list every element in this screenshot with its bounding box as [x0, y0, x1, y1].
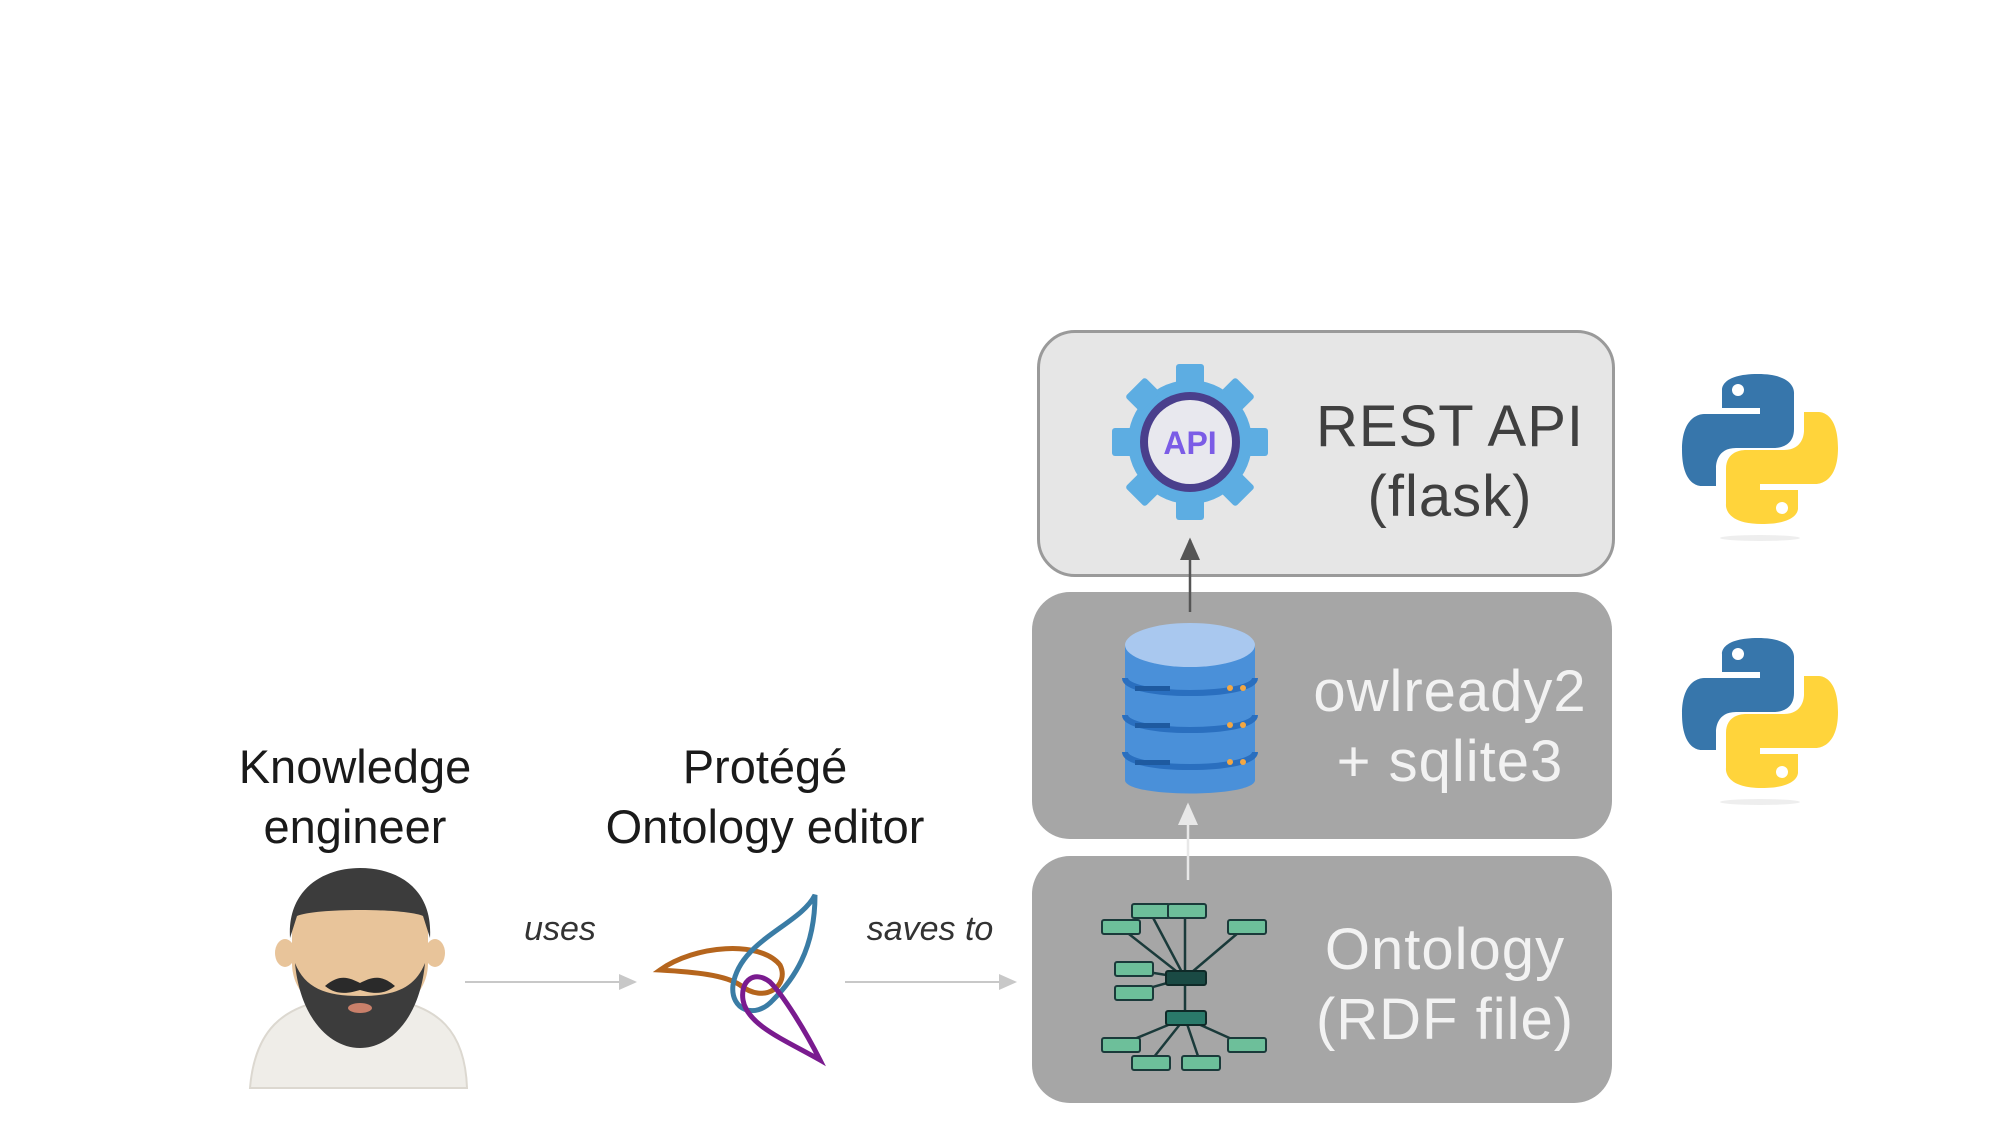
protege-title: Protégé Ontology editor — [605, 740, 925, 853]
owlready-label: owlready2 + sqlite3 — [1313, 659, 1587, 794]
api-gear-icon: API — [1112, 364, 1268, 520]
api-icon-text: API — [1163, 425, 1216, 461]
ontology-graph-icon — [1101, 903, 1267, 1071]
ontology-box — [1032, 856, 1612, 1103]
python-logo-icon — [1682, 638, 1838, 805]
protege-logo-icon — [652, 893, 826, 1067]
database-icon — [1122, 623, 1258, 794]
ontology-label: Ontology (RDF file) — [1315, 917, 1575, 1052]
uses-label: uses — [524, 910, 596, 948]
python-logo-icon — [1682, 374, 1838, 541]
person-icon — [248, 868, 469, 1089]
saves-to-label: saves to — [866, 910, 994, 948]
knowledge-engineer-title: Knowledge engineer — [238, 740, 472, 853]
rest-api-label: REST API (flask) — [1315, 394, 1585, 529]
